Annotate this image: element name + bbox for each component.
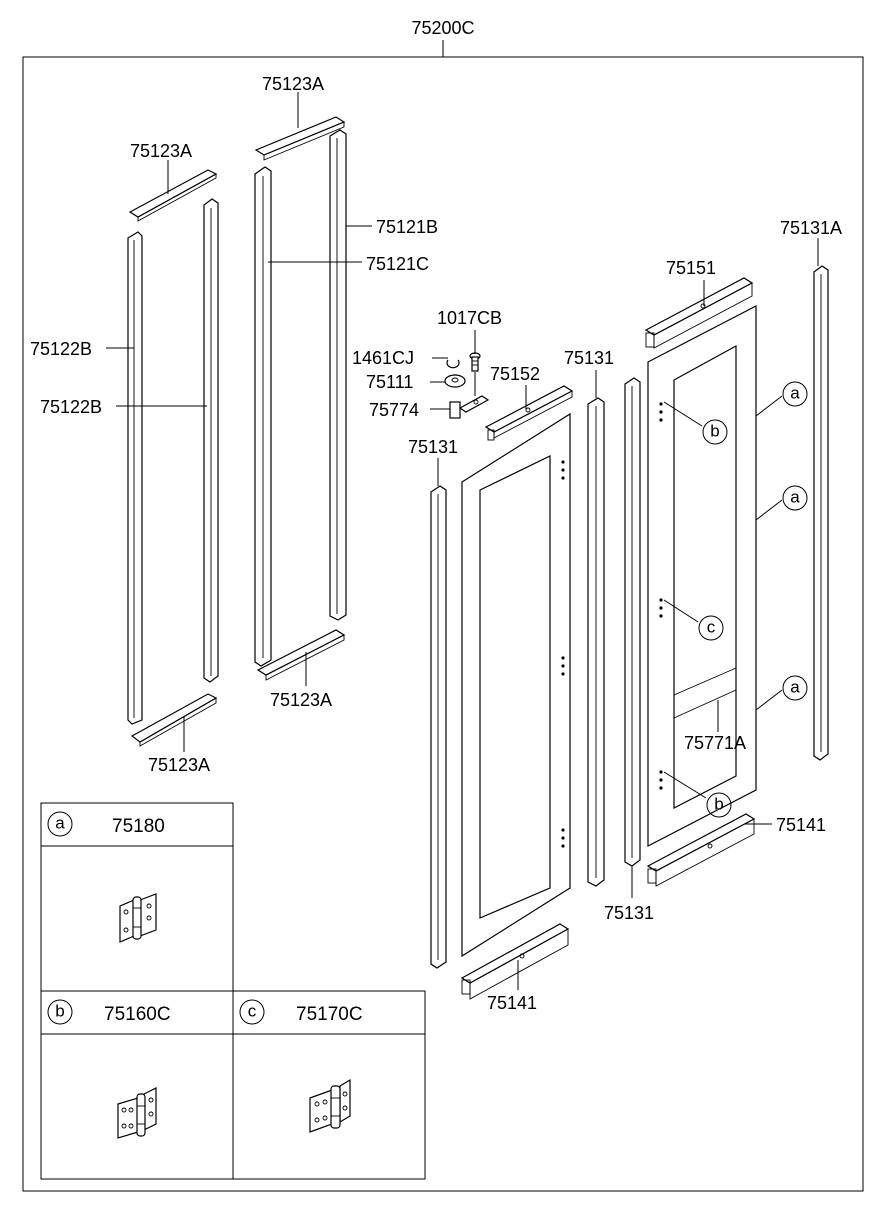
callout-75123A-top-left: 75123A [130, 141, 192, 161]
svg-text:a: a [55, 814, 65, 833]
inset-marker-b: b [47, 999, 73, 1025]
callout-75131A: 75131A [780, 218, 842, 238]
callout-75122B-left: 75122B [30, 339, 92, 359]
callout-75774: 75774 [369, 400, 419, 420]
inset-part-75180: 75180 [112, 816, 165, 837]
svg-text:a: a [790, 488, 800, 507]
callout-75123A-bottom: 75123A [148, 755, 210, 775]
callout-75131-left: 75131 [408, 437, 458, 457]
hinge-75170C-drawing [309, 1078, 351, 1133]
middle-frame-group [254, 116, 347, 681]
callout-75121C: 75121C [366, 254, 429, 274]
callout-75111: 75111 [366, 372, 413, 392]
callout-75121B: 75121B [376, 217, 438, 237]
hinge-75160C-drawing [117, 1087, 157, 1139]
svg-text:b: b [714, 795, 723, 814]
left-frame-group [127, 169, 219, 747]
right-door-group [624, 265, 829, 887]
callout-75131-right: 75131 [604, 903, 654, 923]
inset-part-75170C: 75170C [296, 1004, 363, 1025]
inset-marker-c: c [239, 999, 265, 1025]
svg-text:a: a [790, 678, 800, 697]
callout-1461CJ: 1461CJ [352, 348, 414, 368]
callout-75131-mid: 75131 [564, 348, 614, 368]
callout-75771A: 75771A [684, 733, 746, 753]
assembly-label: 75200C [411, 18, 474, 38]
callout-75141-right: 75141 [776, 815, 826, 835]
svg-text:b: b [55, 1002, 64, 1021]
leader-lines [106, 92, 819, 990]
inset-marker-a: a [47, 811, 73, 837]
hinge-marker-a-2: a [782, 485, 808, 511]
hinge-marker-a-3: a [782, 675, 808, 701]
callout-75151: 75151 [666, 258, 716, 278]
callout-75122B-right: 75122B [40, 397, 102, 417]
callout-75123A-mid: 75123A [270, 690, 332, 710]
callout-75123A-top-right: 75123A [262, 74, 324, 94]
inset-part-75160C: 75160C [104, 1004, 171, 1025]
callout-1017CB: 1017CB [437, 308, 502, 328]
svg-text:b: b [710, 422, 719, 441]
svg-text:a: a [790, 384, 800, 403]
left-door-group [430, 385, 605, 1000]
svg-text:c: c [248, 1002, 257, 1021]
hinge-marker-c: c [698, 615, 724, 641]
hinge-75180-drawing [119, 893, 157, 943]
callout-75152: 75152 [490, 364, 540, 384]
hinge-marker-b-2: b [706, 792, 732, 818]
svg-text:c: c [707, 618, 716, 637]
inset-legend: a 75180 b 75160C c 75170C [40, 802, 426, 1180]
hinge-marker-b-1: b [702, 419, 728, 445]
callout-75141-left: 75141 [487, 993, 537, 1013]
hinge-marker-a-1: a [782, 381, 808, 407]
assembly-border [22, 56, 864, 1192]
hinge-small-parts [444, 352, 490, 419]
